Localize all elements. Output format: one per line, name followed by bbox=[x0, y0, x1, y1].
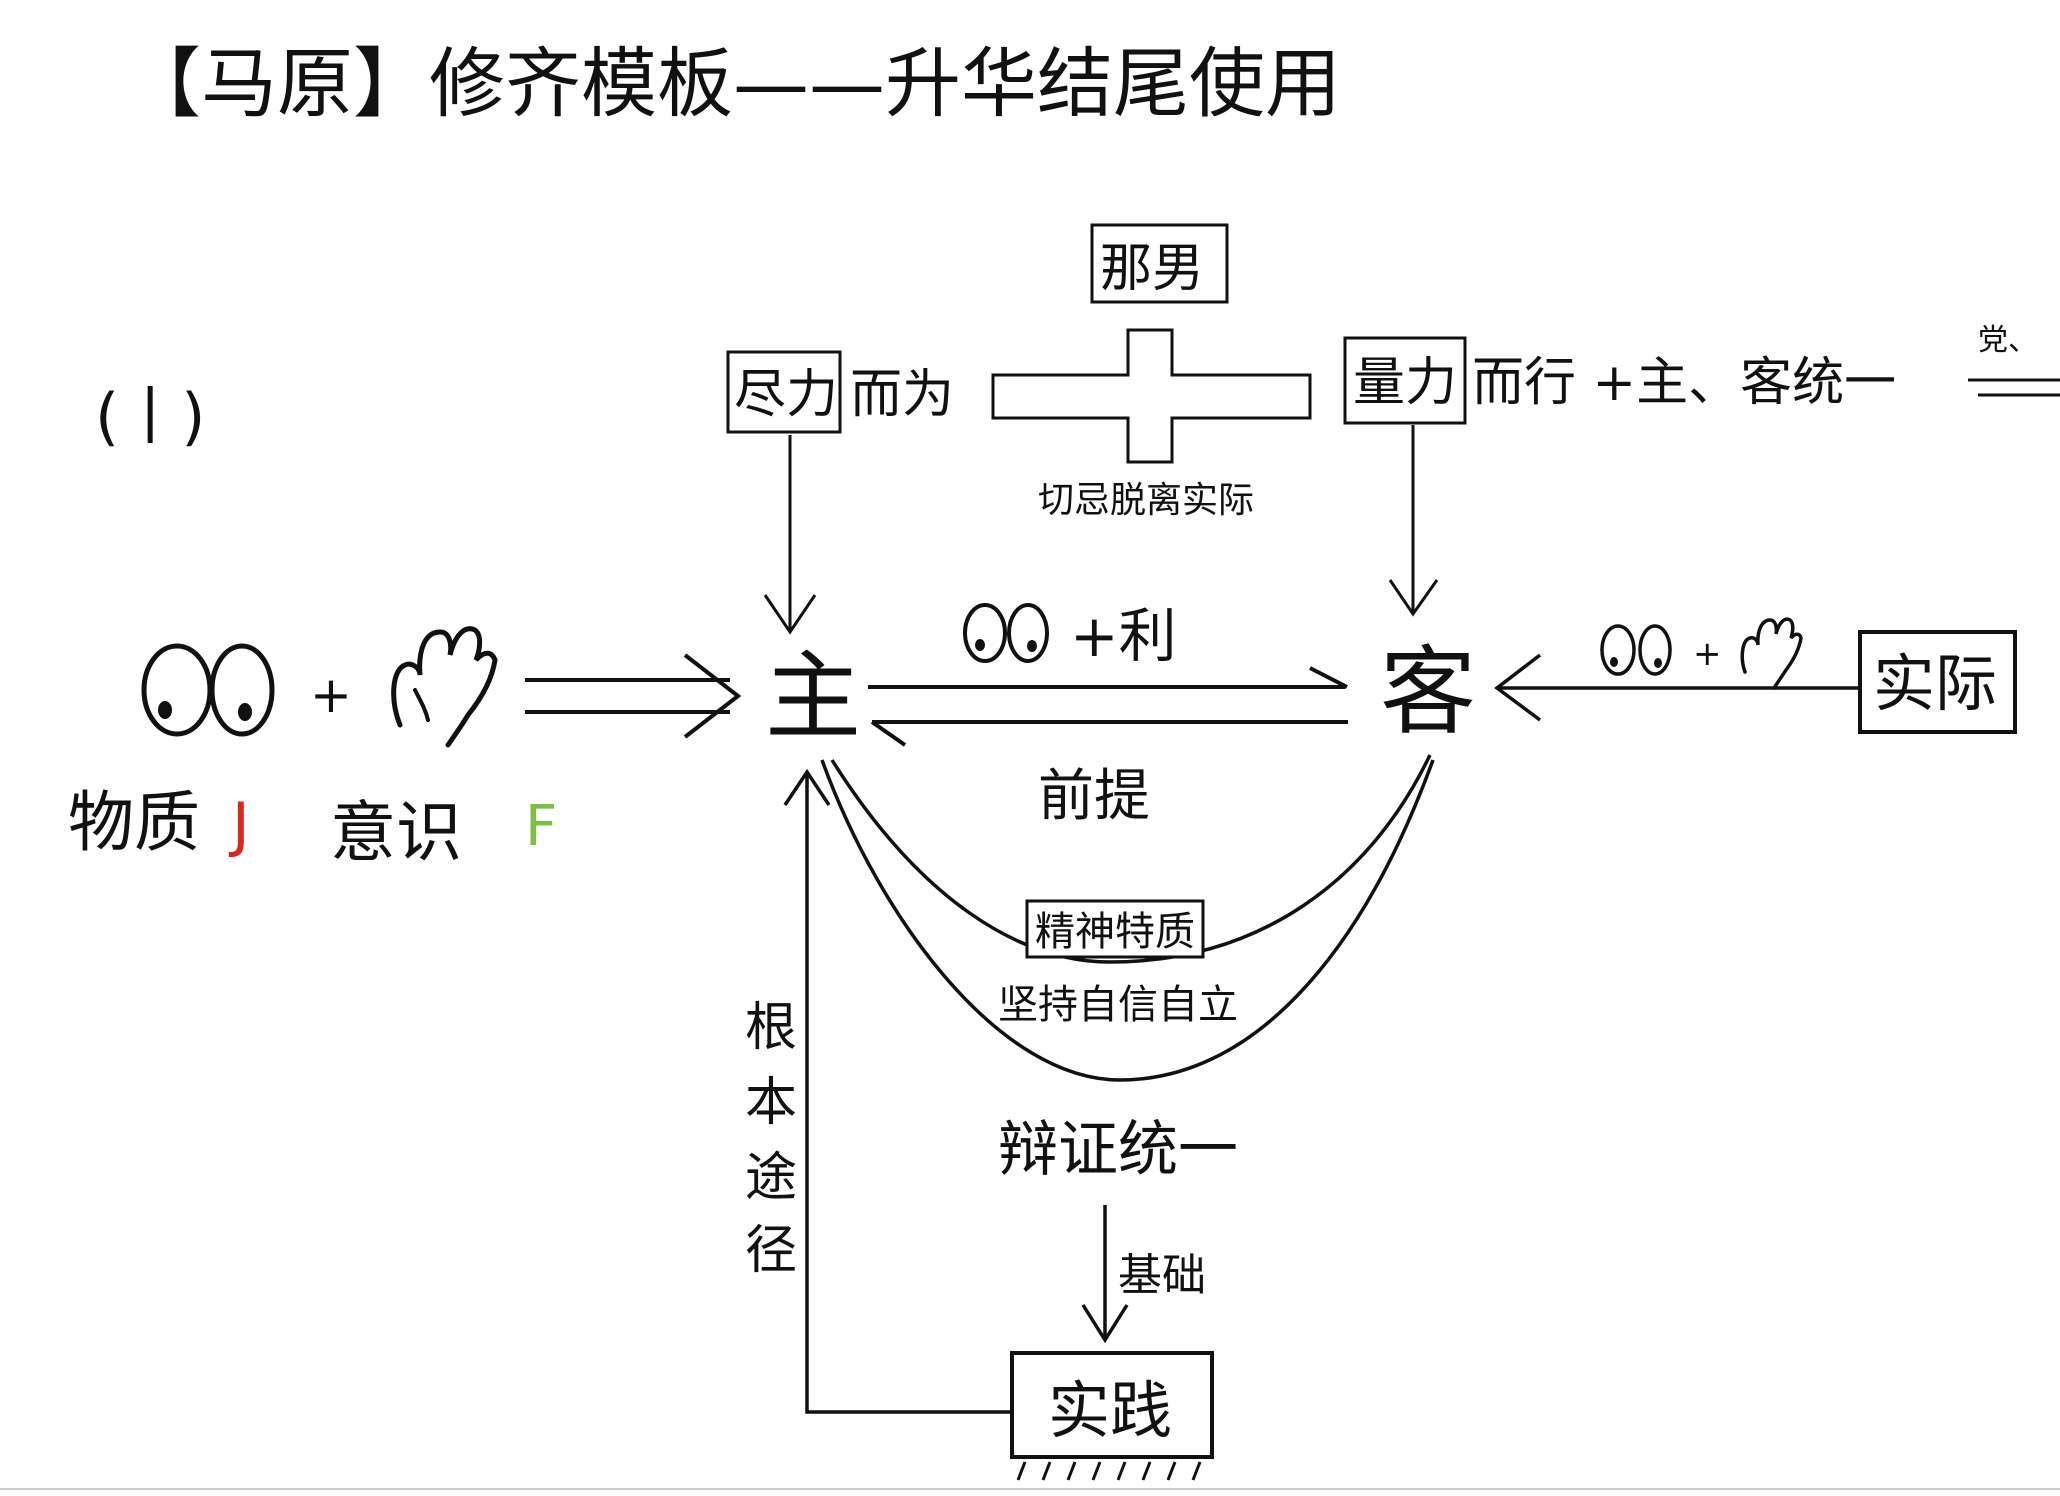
plus-shape bbox=[991, 328, 1312, 464]
material-label: 物质 bbox=[68, 784, 200, 861]
lower-arrow-label: 前提 bbox=[1038, 764, 1150, 829]
right-ability-suffix: 而行 +主、客统一 bbox=[1472, 353, 1896, 413]
hand-icon bbox=[391, 626, 498, 748]
material-mark: J bbox=[228, 790, 250, 860]
edge-cut-text: 党、 bbox=[1978, 323, 2038, 358]
eyes-icon bbox=[141, 643, 275, 737]
upper-arrow-label: +利 bbox=[1070, 602, 1177, 670]
top-box bbox=[1090, 223, 1229, 304]
foundation-label: 基础 bbox=[1118, 1250, 1206, 1301]
reality-arrowhead bbox=[1494, 653, 1542, 722]
spirit-box-label: 精神特质 bbox=[1035, 909, 1195, 955]
reality-label: 实际 bbox=[1873, 647, 1997, 720]
page-title: 【马原】修齐模板——升华结尾使用 bbox=[125, 39, 1341, 128]
consciousness-mark: F bbox=[525, 794, 557, 859]
small-hand-icon-right bbox=[1740, 617, 1803, 690]
root-path-char-1: 根 bbox=[745, 998, 797, 1058]
right-plus: + bbox=[1693, 634, 1722, 674]
double-arrow-to-subject bbox=[525, 653, 742, 739]
consciousness-label: 意识 bbox=[330, 794, 462, 871]
ability-arrowhead bbox=[1388, 579, 1439, 617]
left-effort-suffix: 而为 bbox=[850, 365, 954, 425]
ground-hatching bbox=[1016, 1461, 1202, 1481]
practice-label: 实践 bbox=[1048, 1374, 1172, 1447]
spirit-box bbox=[1025, 899, 1205, 959]
root-path-char-3: 途 bbox=[745, 1148, 797, 1208]
inner-curve bbox=[830, 754, 1432, 964]
right-ability-box bbox=[1343, 336, 1467, 425]
object-label: 客 bbox=[1380, 636, 1476, 748]
reality-box bbox=[1858, 630, 2017, 734]
subject-label: 主 bbox=[765, 641, 861, 753]
dialectic-label: 辩证统一 bbox=[998, 1115, 1238, 1185]
practice-to-subject-arrowhead bbox=[783, 768, 831, 806]
effort-arrowhead bbox=[763, 594, 817, 635]
left-effort-box bbox=[726, 350, 842, 434]
object-to-subject-head bbox=[870, 720, 907, 747]
right-ability-label: 量力 bbox=[1353, 353, 1457, 413]
practice-box bbox=[1010, 1351, 1214, 1459]
small-eyes-icon-top bbox=[963, 603, 1049, 663]
warning-text: 切忌脱离实际 bbox=[1038, 480, 1254, 521]
left-plus: + bbox=[310, 666, 352, 724]
root-path-char-2: 本 bbox=[745, 1073, 797, 1133]
small-eyes-icon-right bbox=[1600, 624, 1672, 676]
practice-to-subject-path bbox=[805, 773, 1012, 1414]
spirit-text: 坚持自信自立 bbox=[998, 982, 1238, 1028]
foundation-arrowhead bbox=[1081, 1304, 1129, 1344]
top-box-label: 那男 bbox=[1100, 239, 1204, 299]
left-effort-label: 尽力 bbox=[734, 365, 838, 425]
subject-to-object-head bbox=[1309, 666, 1348, 689]
outer-curve bbox=[820, 759, 1435, 1082]
root-path-char-4: 径 bbox=[745, 1221, 797, 1281]
section-label: (丨) bbox=[95, 380, 205, 453]
